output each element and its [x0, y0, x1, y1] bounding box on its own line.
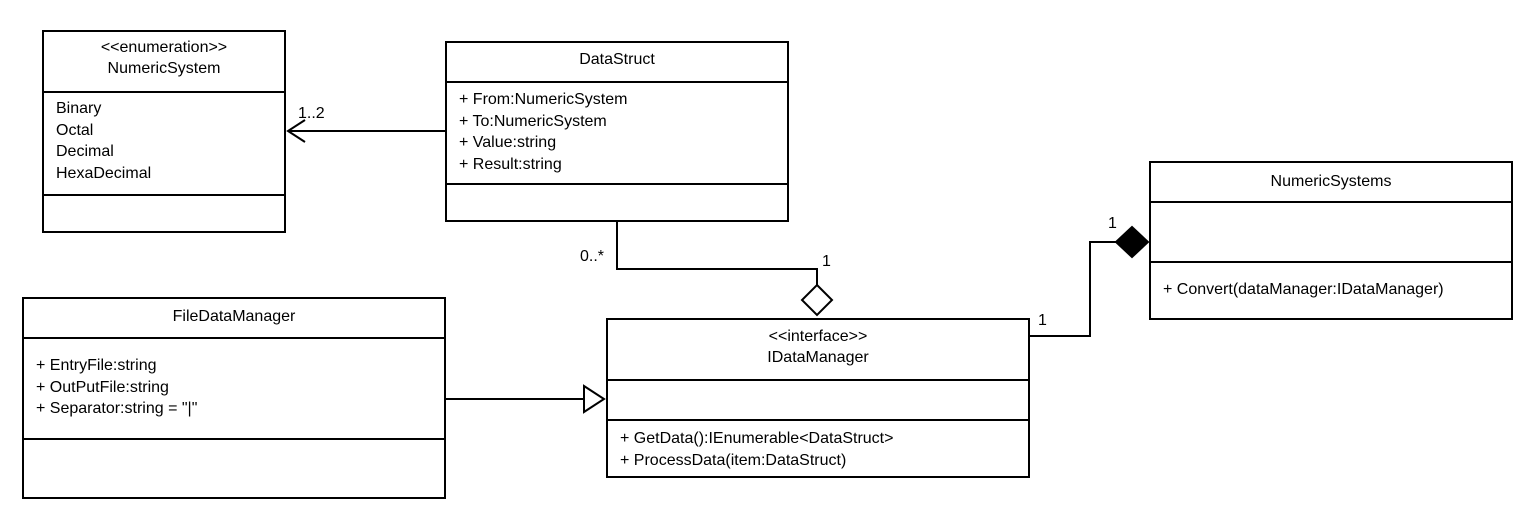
- attribute: + From:NumericSystem: [459, 91, 628, 108]
- operation: + ProcessData(item:DataStruct): [620, 451, 847, 469]
- class-header: <<interface>> IDataManager: [608, 326, 1028, 381]
- class-numericsystem[interactable]: <<enumeration>> NumericSystem Binary Oct…: [42, 30, 286, 233]
- class-header: FileDataManager: [24, 306, 444, 336]
- operations-compartment: + Convert(dataManager:IDataManager): [1151, 261, 1511, 318]
- class-name: FileDataManager: [172, 308, 296, 325]
- attributes-compartment: + From:NumericSystem + To:NumericSystem …: [447, 81, 787, 184]
- attributes-compartment: Binary Octal Decimal HexaDecimal: [44, 91, 284, 194]
- class-name: DataStruct: [579, 51, 655, 68]
- class-datastruct[interactable]: DataStruct + From:NumericSystem + To:Num…: [445, 41, 789, 222]
- class-header: <<enumeration>> NumericSystem: [44, 37, 284, 87]
- multiplicity-label: 1: [1038, 312, 1047, 329]
- enum-literal: Binary: [56, 100, 102, 117]
- class-name: NumericSystem: [107, 60, 221, 77]
- attribute: + Result:string: [459, 155, 562, 173]
- attributes-compartment: + EntryFile:string + OutPutFile:string +…: [24, 337, 444, 438]
- attribute: + Separator:string = "|": [36, 400, 198, 417]
- operation: + GetData():IEnumerable<DataStruct>: [620, 430, 894, 447]
- class-filedatamanager[interactable]: FileDataManager + EntryFile:string + Out…: [22, 297, 446, 499]
- operations-compartment: [24, 438, 444, 497]
- enum-literal: HexaDecimal: [56, 164, 152, 182]
- multiplicity-label: 1..2: [298, 105, 325, 122]
- stereotype-label: <<enumeration>>: [100, 39, 228, 56]
- enum-literal: Octal: [56, 121, 94, 139]
- attributes-compartment: [1151, 201, 1511, 261]
- aggregation-datastruct-idatamanager[interactable]: [616, 220, 834, 317]
- class-name: IDataManager: [767, 349, 869, 366]
- realization-filedatamanager-idatamanager[interactable]: [445, 384, 606, 414]
- class-header: NumericSystems: [1151, 171, 1511, 201]
- attribute: + OutPutFile:string: [36, 378, 169, 396]
- attribute: + Value:string: [459, 134, 557, 151]
- class-numericsystems[interactable]: NumericSystems + Convert(dataManager:IDa…: [1149, 161, 1513, 320]
- operation: + Convert(dataManager:IDataManager): [1163, 281, 1444, 298]
- multiplicity-label: 0..*: [580, 248, 605, 265]
- class-header: DataStruct: [447, 49, 787, 79]
- attribute: + EntryFile:string: [36, 357, 157, 374]
- attribute: + To:NumericSystem: [459, 112, 607, 130]
- attributes-compartment: [608, 379, 1028, 419]
- association-datastruct-numericsystem[interactable]: [286, 119, 445, 143]
- operations-compartment: [44, 194, 284, 231]
- operations-compartment: [447, 183, 787, 220]
- enum-literal: Decimal: [56, 143, 114, 160]
- multiplicity-label: 1: [1108, 215, 1117, 232]
- operations-compartment: + GetData():IEnumerable<DataStruct> + Pr…: [608, 419, 1028, 476]
- multiplicity-label: 1: [822, 253, 831, 270]
- composition-idatamanager-numericsystems[interactable]: [1030, 225, 1150, 337]
- stereotype-label: <<interface>>: [768, 328, 868, 345]
- class-name: NumericSystems: [1270, 173, 1392, 190]
- class-idatamanager[interactable]: <<interface>> IDataManager + GetData():I…: [606, 318, 1030, 478]
